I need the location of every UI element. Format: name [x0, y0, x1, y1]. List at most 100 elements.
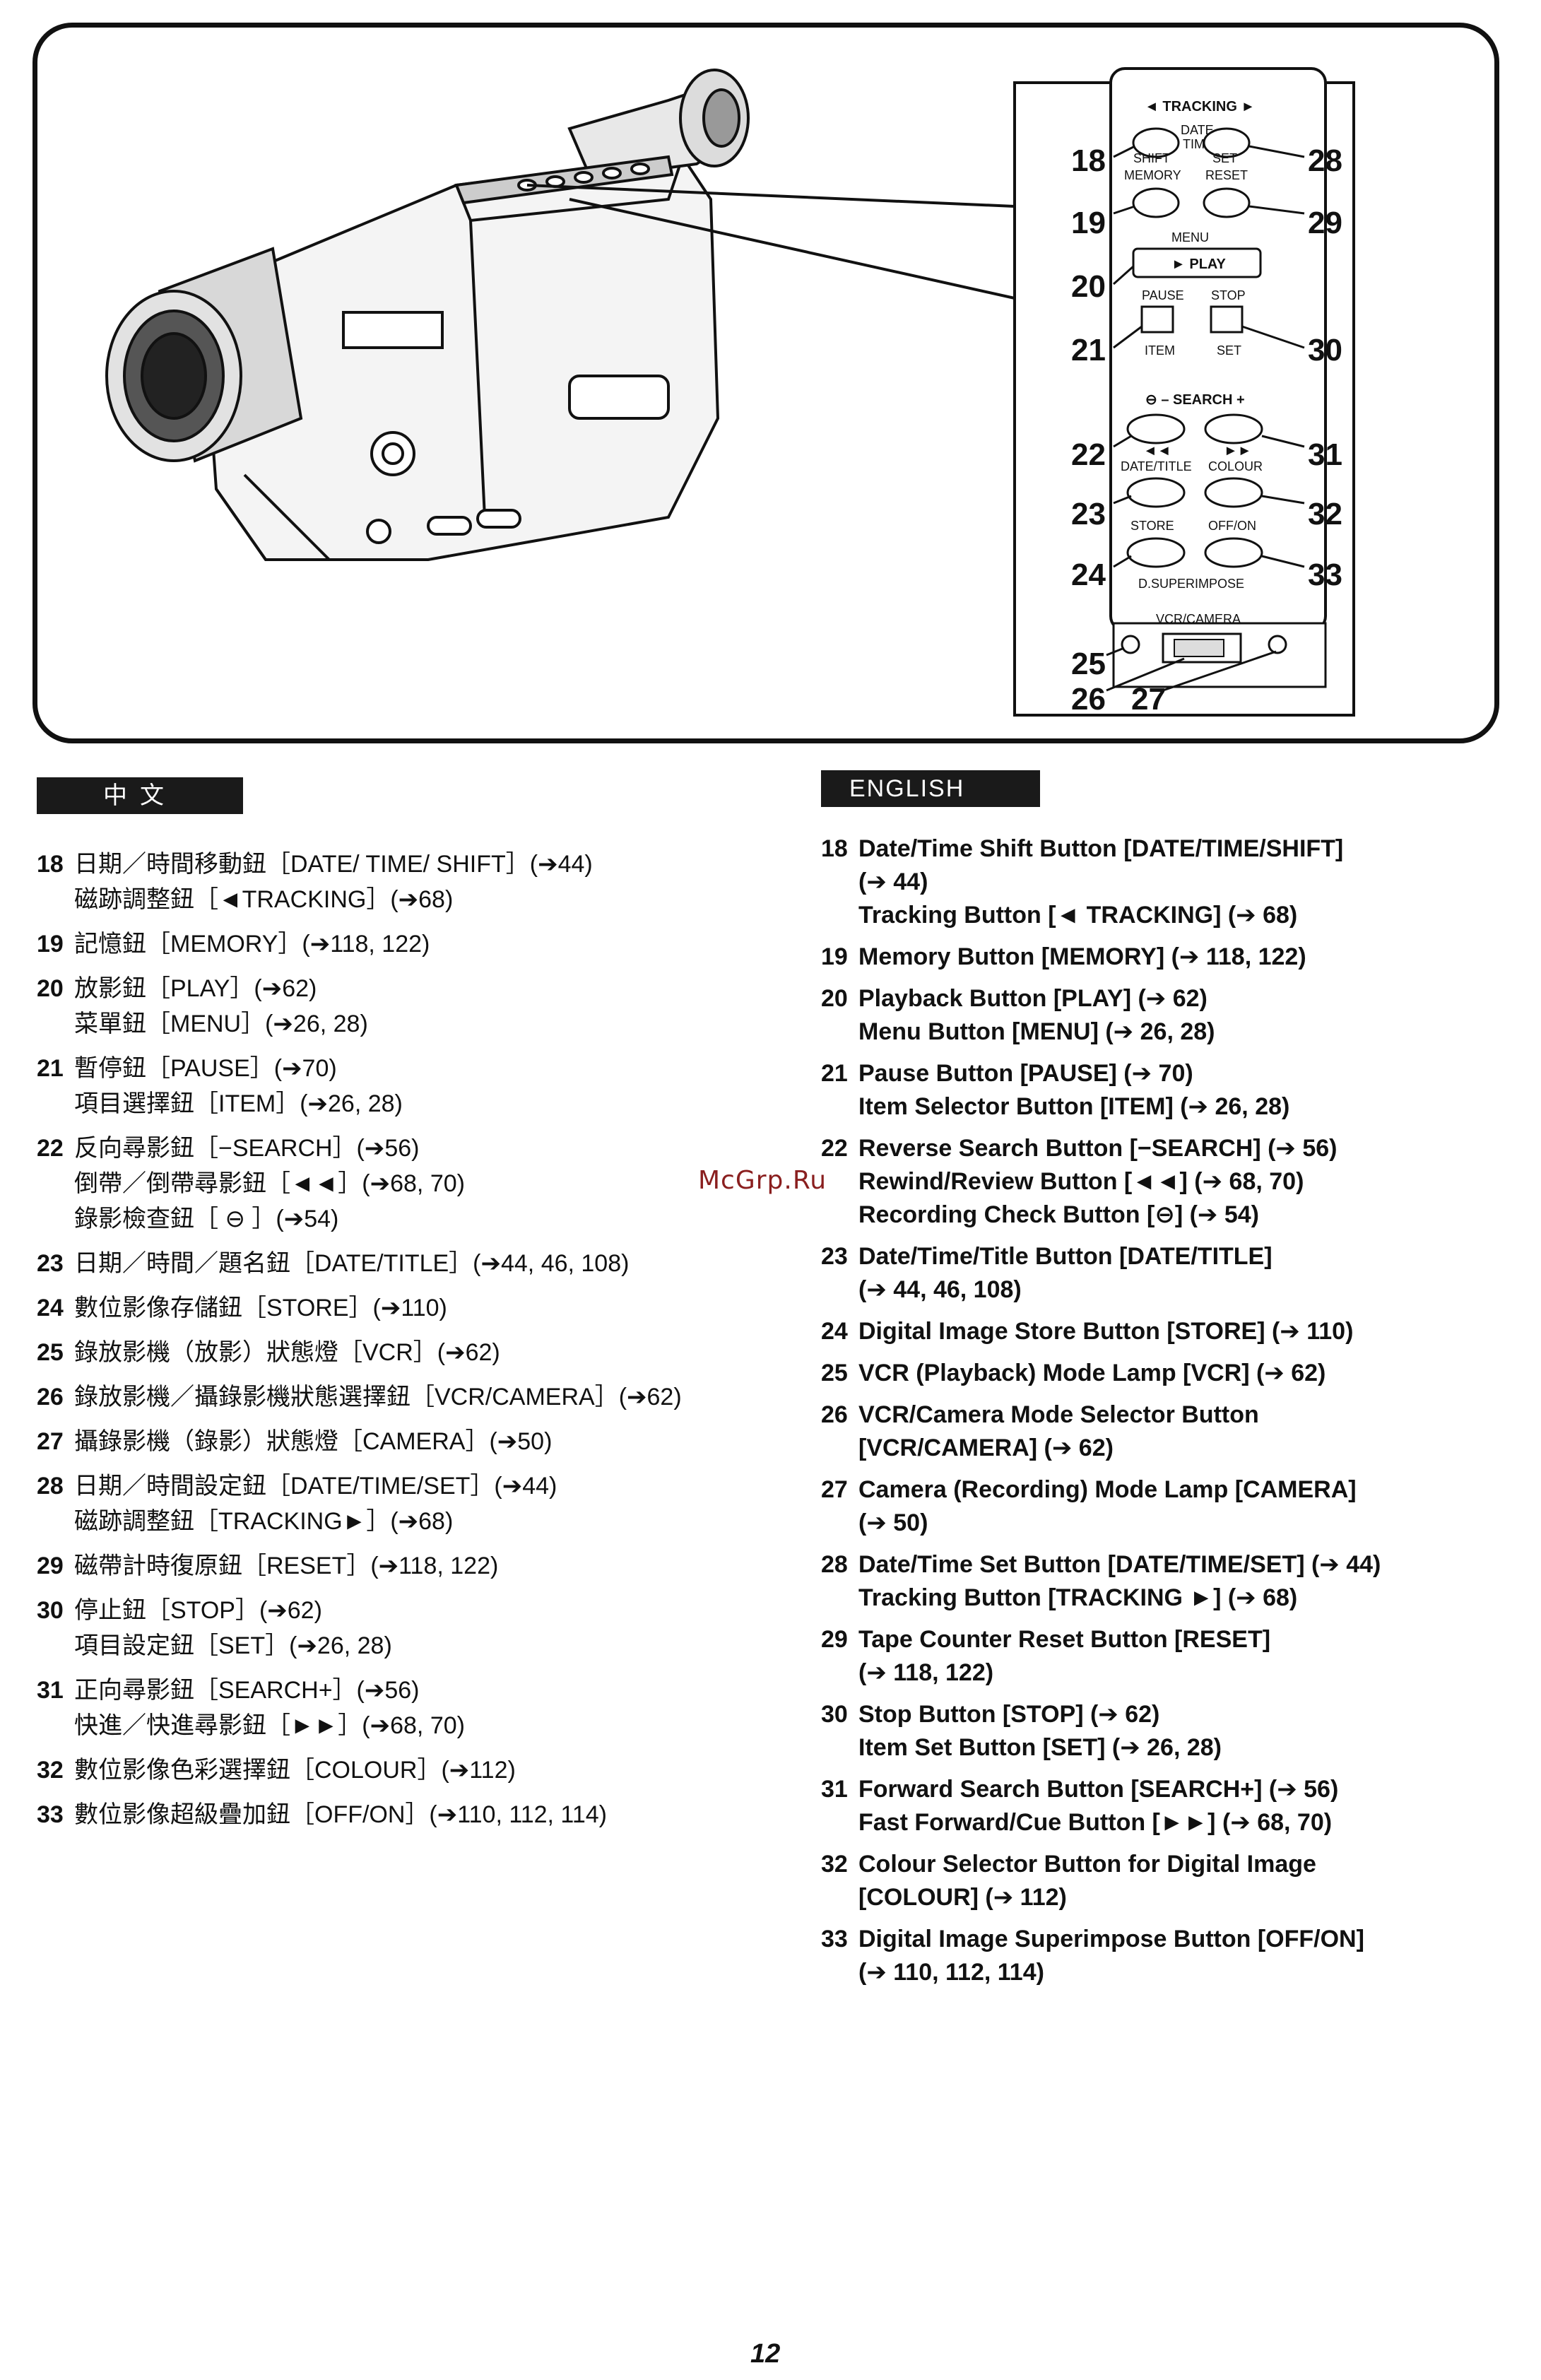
item-text: 反向尋影鈕［−SEARCH］(➔56)	[74, 1135, 420, 1162]
ff-label: ►►	[1224, 443, 1252, 459]
item-text: Forward Search Button [SEARCH+] (➔ 56)	[858, 1776, 1339, 1803]
item-number: 25	[37, 1339, 64, 1366]
callout-29: 29	[1308, 206, 1342, 240]
item-number: 32	[37, 1757, 64, 1784]
item-number: 21	[37, 1055, 64, 1082]
item-number: 29	[821, 1626, 848, 1653]
play-label: ► PLAY	[1171, 257, 1227, 272]
item-text: Fast Forward/Cue Button [►►] (➔ 68, 70)	[858, 1809, 1333, 1836]
item-text: 數位影像色彩選擇鈕［COLOUR］(➔112)	[74, 1757, 516, 1784]
item-number: 22	[37, 1135, 64, 1162]
off-on-button[interactable]	[1204, 537, 1263, 568]
set2-label: SET	[1217, 343, 1241, 358]
memory-button[interactable]	[1132, 187, 1180, 218]
item-text: Playback Button [PLAY] (➔ 62)	[858, 985, 1208, 1012]
item-text: VCR (Playback) Mode Lamp [VCR] (➔ 62)	[858, 1360, 1326, 1386]
item-text: Stop Button [STOP] (➔ 62)	[858, 1701, 1160, 1728]
item-number: 24	[37, 1295, 64, 1321]
item-text: Rewind/Review Button [◄◄] (➔ 68, 70)	[858, 1168, 1304, 1195]
item-number: 33	[821, 1926, 848, 1952]
item-number: 31	[821, 1776, 848, 1803]
store-label: STORE	[1130, 519, 1174, 533]
item-text: 記憶鈕［MEMORY］(➔118, 122)	[74, 931, 430, 958]
callout-19: 19	[1071, 206, 1106, 240]
item-text: Recording Check Button [⊖] (➔ 54)	[858, 1201, 1259, 1228]
item-text: 錄放影機（放影）狀態燈［VCR］(➔62)	[74, 1339, 500, 1366]
set-tracking-button[interactable]	[1203, 127, 1251, 158]
item-number: 22	[821, 1135, 848, 1162]
off-on-label: OFF/ON	[1208, 519, 1256, 533]
item-number: 33	[37, 1801, 64, 1828]
item-number: 18	[37, 851, 64, 878]
callout-20: 20	[1071, 269, 1106, 304]
pause-button[interactable]	[1140, 305, 1174, 334]
item-number: 32	[821, 1851, 848, 1878]
item-text: 錄放影機／攝錄影機狀態選擇鈕［VCR/CAMERA］(➔62)	[74, 1384, 682, 1410]
item-number: 18	[821, 835, 848, 862]
item-text: 倒帶／倒帶尋影鈕［◄◄］(➔68, 70)	[74, 1170, 465, 1197]
item-number: 21	[821, 1060, 848, 1087]
item-text: 放影鈕［PLAY］(➔62)	[74, 975, 317, 1002]
store-button[interactable]	[1126, 537, 1186, 568]
d-superimpose-label: D.SUPERIMPOSE	[1138, 577, 1244, 591]
item-text: 磁帶計時復原鈕［RESET］(➔118, 122)	[74, 1553, 499, 1579]
item-text: [COLOUR] (➔ 112)	[858, 1884, 1067, 1911]
item-number: 19	[821, 943, 848, 970]
vcr-camera-label: VCR/CAMERA	[1156, 612, 1241, 626]
callout-18: 18	[1071, 143, 1106, 178]
camcorder-figure: ◄ TRACKING ► DATE TIME SHIFT SET MEMORY …	[105, 67, 1355, 717]
item-text: VCR/Camera Mode Selector Button	[858, 1401, 1259, 1428]
chinese-section-tag: 中文	[37, 777, 243, 814]
item-text: 快進／快進尋影鈕［►►］(➔68, 70)	[74, 1712, 465, 1739]
item-text: 日期／時間移動鈕［DATE/ TIME/ SHIFT］(➔44)	[74, 851, 593, 878]
item-text: Date/Time Shift Button [DATE/TIME/SHIFT]	[858, 835, 1344, 862]
item-text: Memory Button [MEMORY] (➔ 118, 122)	[858, 943, 1306, 970]
play-button[interactable]	[1132, 247, 1262, 278]
item-text: 暫停鈕［PAUSE］(➔70)	[74, 1055, 337, 1082]
item-number: 24	[821, 1318, 848, 1345]
date-time-label: DATE	[1181, 123, 1214, 137]
list-item: 31 Forward Search Button [SEARCH+] (➔ 56)…	[821, 1773, 1528, 1839]
control-panel-detail: ◄ TRACKING ► DATE TIME SHIFT SET MEMORY …	[1013, 67, 1355, 717]
item-text: (➔ 44)	[858, 868, 928, 895]
stop-button[interactable]	[1210, 305, 1244, 334]
date-title-button[interactable]	[1126, 477, 1186, 508]
callout-21: 21	[1071, 333, 1106, 367]
item-text: 日期／時間／題名鈕［DATE/TITLE］(➔44, 46, 108)	[74, 1250, 630, 1277]
callout-26: 26	[1071, 682, 1106, 717]
list-item: 18 Date/Time Shift Button [DATE/TIME/SHIF…	[821, 832, 1528, 932]
item-number: 23	[821, 1243, 848, 1270]
item-text: Digital Image Store Button [STORE] (➔ 11…	[858, 1318, 1354, 1345]
callout-24: 24	[1071, 558, 1106, 592]
item-text: 菜單鈕［MENU］(➔26, 28)	[74, 1011, 368, 1037]
item-text: (➔ 110, 112, 114)	[858, 1959, 1044, 1986]
colour-button[interactable]	[1204, 477, 1263, 508]
vcr-lamp	[1121, 635, 1140, 654]
item-text: 錄影檢查鈕［ ⊖ ］(➔54)	[74, 1206, 339, 1232]
callout-23: 23	[1071, 497, 1106, 531]
rewind-button[interactable]	[1126, 413, 1186, 444]
item-text: Tracking Button [◄ TRACKING] (➔ 68)	[858, 902, 1298, 929]
fast-forward-button[interactable]	[1204, 413, 1263, 444]
item-text: 攝錄影機（錄影）狀態燈［CAMERA］(➔50)	[74, 1428, 553, 1455]
item-number: 26	[37, 1384, 64, 1410]
reset-button[interactable]	[1203, 187, 1251, 218]
shift-label: SHIFT	[1133, 151, 1170, 165]
callout-27: 27	[1131, 682, 1166, 717]
pause-label: PAUSE	[1142, 288, 1184, 302]
shift-button[interactable]	[1132, 127, 1180, 158]
callout-31: 31	[1308, 437, 1342, 472]
item-number: 30	[37, 1597, 64, 1624]
